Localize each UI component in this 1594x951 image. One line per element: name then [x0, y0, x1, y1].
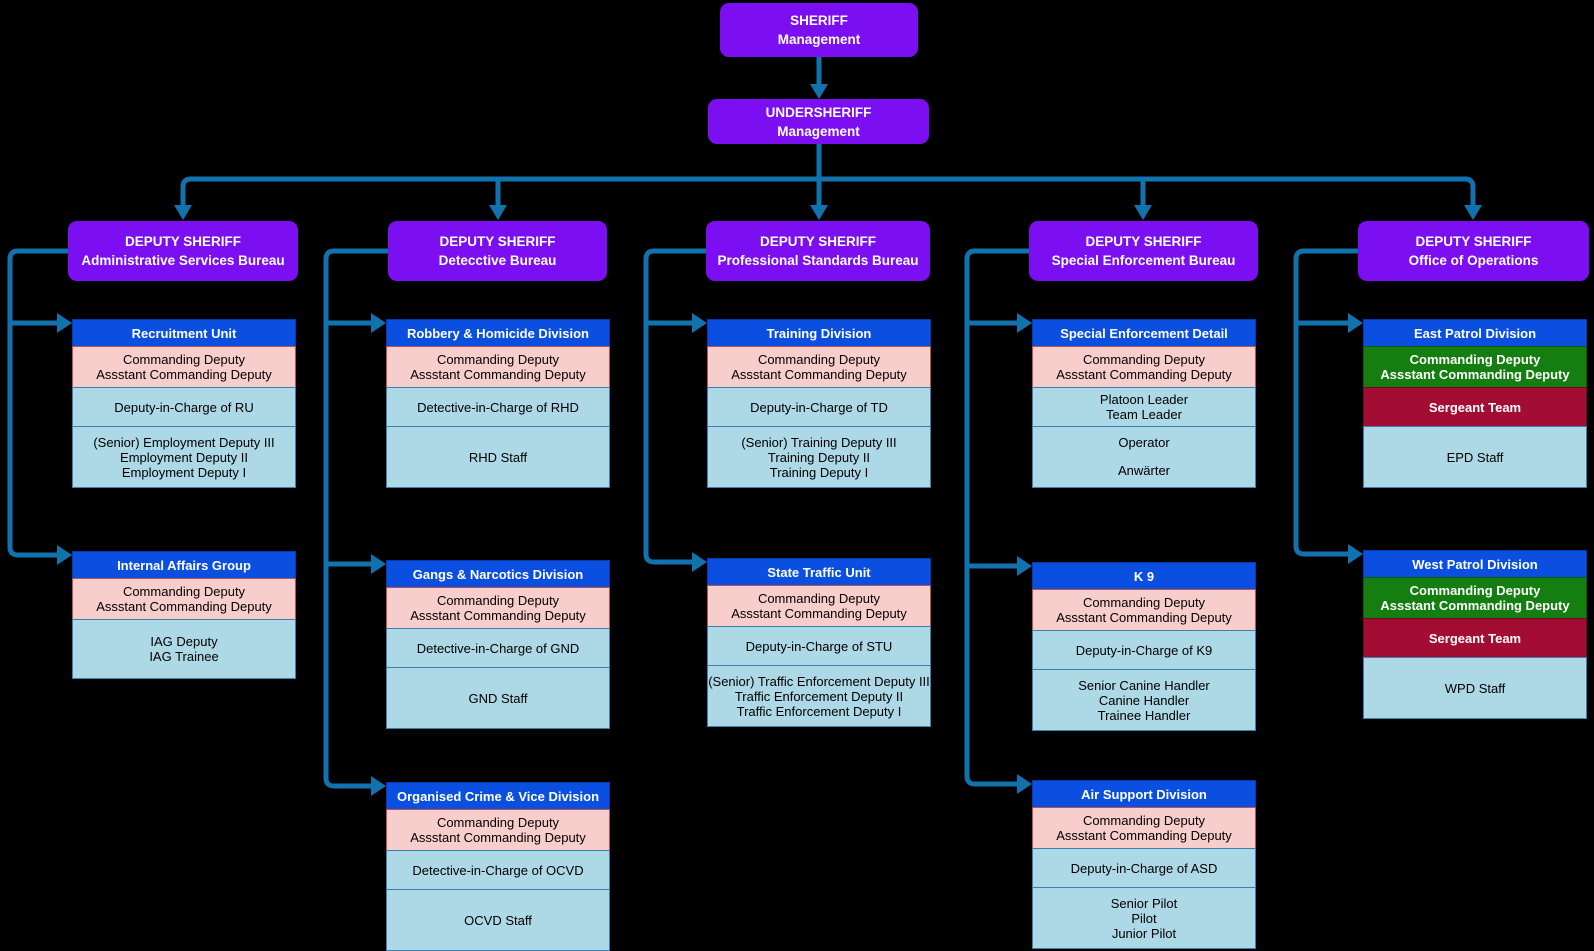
bureau-node-professional-standards[interactable]: DEPUTY SHERIFF Professional Standards Bu…	[706, 221, 930, 281]
unit-header: Robbery & Homicide Division	[386, 319, 610, 347]
unit-header: Internal Affairs Group	[72, 551, 296, 579]
unit-row: RHD Staff	[386, 426, 610, 488]
unit-header: Organised Crime & Vice Division	[386, 782, 610, 810]
unit-header: K 9	[1032, 562, 1256, 590]
unit-header: East Patrol Division	[1363, 319, 1587, 347]
unit-row: GND Staff	[386, 667, 610, 729]
bureau-title: DEPUTY SHERIFF	[124, 234, 241, 249]
unit-table-special-enforcement-detail[interactable]: Special Enforcement Detail Commanding De…	[1032, 319, 1256, 488]
unit-row: Sergeant Team	[1363, 618, 1587, 658]
sheriff-subtitle: Management	[777, 32, 861, 47]
bureau-subtitle: Professional Standards Bureau	[717, 253, 919, 268]
unit-row: Deputy-in-Charge of RU	[72, 387, 296, 427]
bureau-title: DEPUTY SHERIFF	[759, 234, 876, 249]
bureau-node-special-enforcement[interactable]: DEPUTY SHERIFF Special Enforcement Burea…	[1029, 221, 1258, 281]
unit-row: Deputy-in-Charge of STU	[707, 626, 931, 666]
bureau-subtitle: Administrative Services Bureau	[81, 253, 285, 268]
unit-table-organised-crime-vice-division[interactable]: Organised Crime & Vice Division Commandi…	[386, 782, 610, 951]
bureau-title: DEPUTY SHERIFF	[1085, 234, 1202, 249]
bureau-title: DEPUTY SHERIFF	[1415, 234, 1532, 249]
unit-header: Special Enforcement Detail	[1032, 319, 1256, 347]
unit-header: Training Division	[707, 319, 931, 347]
bureau-title: DEPUTY SHERIFF	[439, 234, 556, 249]
bureau-subtitle: Office of Operations	[1408, 253, 1539, 268]
unit-table-robbery-homicide-division[interactable]: Robbery & Homicide Division Commanding D…	[386, 319, 610, 488]
bureau-node-administrative-services[interactable]: DEPUTY SHERIFF Administrative Services B…	[68, 221, 298, 281]
unit-row: EPD Staff	[1363, 426, 1587, 488]
unit-header: Air Support Division	[1032, 780, 1256, 808]
unit-row: Detective-in-Charge of RHD	[386, 387, 610, 427]
unit-table-gangs-narcotics-division[interactable]: Gangs & Narcotics Division Commanding De…	[386, 560, 610, 729]
unit-row: OCVD Staff	[386, 889, 610, 951]
unit-row: Deputy-in-Charge of ASD	[1032, 848, 1256, 888]
undersheriff-node[interactable]: UNDERSHERIFF Management	[708, 99, 929, 144]
unit-header: State Traffic Unit	[707, 558, 931, 586]
bureau-node-office-of-operations[interactable]: DEPUTY SHERIFF Office of Operations	[1358, 221, 1589, 281]
bureau-subtitle: Special Enforcement Bureau	[1051, 253, 1236, 268]
unit-table-internal-affairs-group[interactable]: Internal Affairs Group Commanding Deputy…	[72, 551, 296, 679]
unit-header: Gangs & Narcotics Division	[386, 560, 610, 588]
unit-row: Detective-in-Charge of GND	[386, 628, 610, 668]
bureau-subtitle: Detecctive Bureau	[438, 253, 557, 268]
undersheriff-subtitle: Management	[777, 123, 860, 139]
unit-header: Recruitment Unit	[72, 319, 296, 347]
unit-row: WPD Staff	[1363, 657, 1587, 719]
unit-row: Deputy-in-Charge of K9	[1032, 630, 1256, 670]
unit-header: West Patrol Division	[1363, 550, 1587, 578]
undersheriff-title: UNDERSHERIFF	[765, 104, 872, 120]
bureau-node-detective[interactable]: DEPUTY SHERIFF Detecctive Bureau	[388, 221, 607, 281]
unit-row: Detective-in-Charge of OCVD	[386, 850, 610, 890]
unit-row: Sergeant Team	[1363, 387, 1587, 427]
sheriff-node[interactable]: SHERIFF Management	[720, 3, 918, 57]
unit-row: Deputy-in-Charge of TD	[707, 387, 931, 427]
sheriff-title: SHERIFF	[790, 13, 848, 28]
